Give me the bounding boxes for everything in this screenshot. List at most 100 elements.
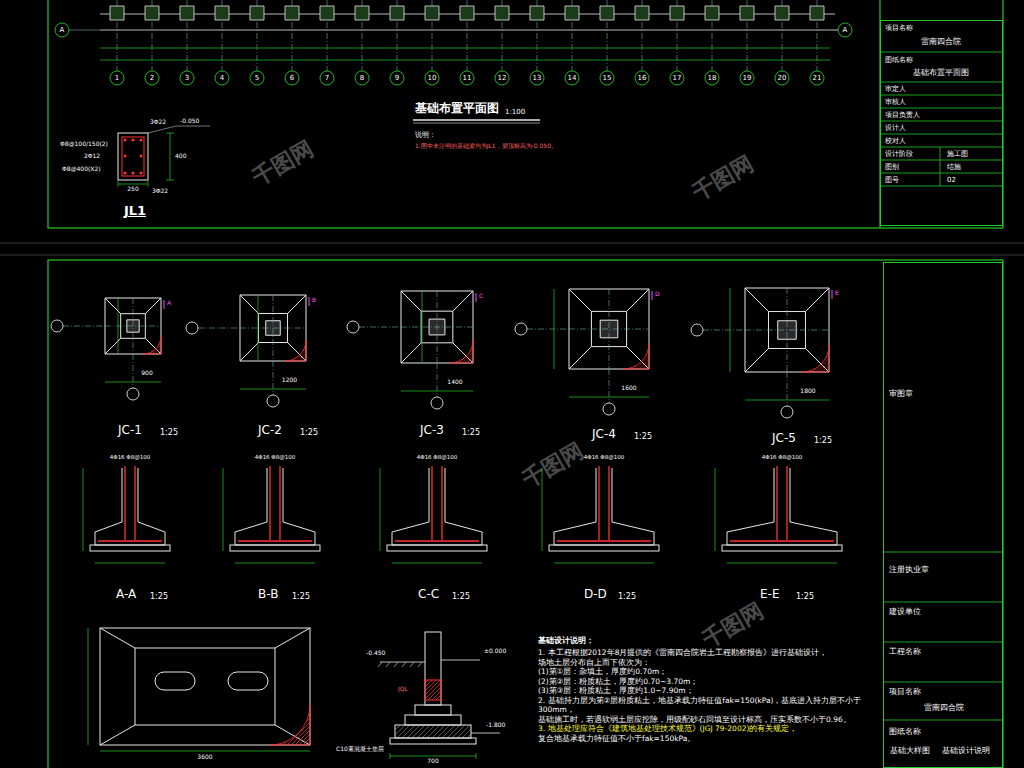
dimension-text: 900: [141, 370, 152, 377]
axis-number: 14: [568, 74, 577, 82]
title-block: 项目名称雷南四合院图纸名称基础布置平面图审定人审核人项目负责人设计人校对人设计阶…: [880, 20, 1003, 226]
axis-letter: A: [60, 26, 65, 34]
notes-line: 基础施工时，若遇软弱土层应挖除，用级配砂石回填至设计标高，压实系数不小于0.96…: [538, 715, 876, 725]
scale-text: 1:25: [634, 432, 652, 441]
watermark: 千图网: [518, 437, 588, 492]
axis-number: 19: [743, 74, 752, 82]
title-block: 审图章注册执业章建设单位工程名称项目名称雷南四合院图纸名称基础大样图基础设计说明: [883, 262, 1003, 768]
axis-number: 20: [778, 74, 787, 82]
axis-number: 15: [603, 74, 612, 82]
watermark: 千图网: [248, 135, 318, 190]
notes-line: 复合地基承载力特征值不小于fak=150kPa。: [538, 734, 876, 744]
scale-text: 1:25: [300, 428, 318, 437]
design-notes: 基础设计说明：1. 本工程根据2012年8月提供的《雷南四合院岩土工程勘察报告》…: [538, 636, 876, 743]
drawing-title: 基础布置平面图: [415, 102, 499, 116]
rebar-label: 4Φ16 Φ8@100: [417, 454, 457, 460]
axis-number: 4: [220, 74, 224, 82]
notes-line: 场地土层分布自上而下依次为：: [538, 658, 876, 668]
elevation-text: -0.050: [180, 118, 199, 125]
section-label: B-B: [258, 588, 278, 602]
rebar-label: 4Φ16 Φ8@100: [762, 454, 802, 460]
detail-label: JC-1: [118, 424, 142, 438]
axis-number: 12: [498, 74, 507, 82]
title-block-text: 设计阶段: [885, 150, 913, 158]
scale-text: 1:100: [505, 108, 525, 116]
title-block-text: 审核人: [885, 98, 906, 106]
scale-text: 1:25: [452, 592, 470, 601]
title-block-text: 项目名称: [889, 687, 921, 696]
title-block-text: 注册执业章: [889, 565, 929, 574]
section-label: E-E: [760, 588, 780, 602]
section-cut-letter: B: [312, 297, 316, 304]
title-block-text: 校对人: [885, 137, 906, 145]
rebar-label: 3Φ22: [152, 188, 168, 195]
watermark: 千图网: [698, 597, 768, 652]
axis-number: 6: [290, 74, 294, 82]
axis-number: 16: [638, 74, 647, 82]
notes-line: 2. 基础持力层为第②层粉质粘土，地基承载力特征值fak=150(kPa)，基底…: [538, 696, 876, 715]
axis-number: 1: [115, 74, 119, 82]
title-block-text: 工程名称: [889, 647, 921, 656]
title-block-text: 雷南四合院: [921, 37, 961, 46]
axis-number: 3: [185, 74, 189, 82]
axis-number: 10: [428, 74, 437, 82]
note-text: 1.图中未注明的基础梁均为JL1，梁顶标高为-0.050。: [415, 143, 557, 150]
note-heading: 说明：: [415, 131, 436, 139]
notes-line: (2)第②层：粉质粘土，厚度约0.70~3.70m；: [538, 677, 876, 687]
title-block-text: 图纸名称: [885, 56, 913, 64]
rebar-label: 4Φ16 Φ8@100: [110, 454, 150, 460]
dimension-text: 3600: [197, 754, 212, 761]
scale-text: 1:25: [462, 428, 480, 437]
rebar-label: 4Φ16 Φ8@100: [255, 454, 295, 460]
title-block-text: 基础设计说明: [942, 746, 990, 755]
dimension-text: 1600: [621, 385, 636, 392]
dimension-text: 400: [175, 153, 186, 160]
title-block-text: 02: [947, 176, 956, 184]
rebar-label: 4Φ16 Φ8@100: [584, 454, 624, 460]
section-cut-letter: C: [479, 293, 483, 300]
axis-number: 17: [673, 74, 682, 82]
title-block-text: 图纸名称: [889, 727, 921, 736]
title-block-text: 结施: [947, 163, 961, 171]
notes-line: (3)第③层：粉质粘土，厚度约1.0~7.90m；: [538, 686, 876, 696]
axis-number: 13: [533, 74, 542, 82]
rebar-label: 2Φ12: [84, 153, 100, 160]
axis-number: 11: [463, 74, 472, 82]
title-block-text: 图别: [885, 163, 899, 171]
title-block-text: 项目名称: [885, 24, 913, 32]
detail-label: JC-5: [772, 432, 796, 446]
title-block-text: 图号: [885, 176, 899, 184]
material-label: C10素混凝土垫层: [336, 746, 384, 753]
scale-text: 1:25: [618, 592, 636, 601]
scale-text: 1:25: [292, 592, 310, 601]
dimension-text: 700: [427, 758, 438, 765]
title-block-text: 设计人: [885, 124, 906, 132]
dimension-text: 250: [127, 186, 138, 193]
scale-text: 1:25: [160, 428, 178, 437]
rebar-label: Φ8@100/150(2): [60, 141, 108, 148]
beam-label: JQL: [398, 686, 408, 693]
scale-text: 1:25: [796, 592, 814, 601]
dimension-text: 1800: [800, 388, 815, 395]
elevation-text: ±0.000: [484, 648, 506, 655]
detail-label: JL1: [124, 204, 146, 219]
title-block-text: 项目负责人: [885, 111, 920, 119]
rebar-label: 3Φ22: [150, 119, 166, 126]
title-block-text: 基础布置平面图: [913, 68, 969, 77]
detail-label: JC-4: [592, 428, 616, 442]
notes-line: (1)第①层：杂填土，厚度约0.70m；: [538, 667, 876, 677]
elevation-text: -1.800: [486, 722, 505, 729]
axis-number: 2: [150, 74, 154, 82]
section-label: A-A: [116, 588, 136, 602]
scale-text: 1:25: [150, 592, 168, 601]
title-block-text: 审图章: [889, 389, 913, 398]
axis-number: 21: [813, 74, 822, 82]
title-block-text: 建设单位: [889, 607, 921, 616]
detail-label: JC-2: [258, 424, 282, 438]
axis-number: 18: [708, 74, 717, 82]
notes-line: 3. 地基处理应符合《建筑地基处理技术规范》(JGJ 79-2002)的有关规定…: [538, 724, 876, 734]
dimension-text: 1400: [447, 379, 462, 386]
axis-number: 7: [325, 74, 329, 82]
rebar-label: Φ8@400(X2): [62, 166, 101, 173]
elevation-text: -0.450: [366, 650, 385, 657]
